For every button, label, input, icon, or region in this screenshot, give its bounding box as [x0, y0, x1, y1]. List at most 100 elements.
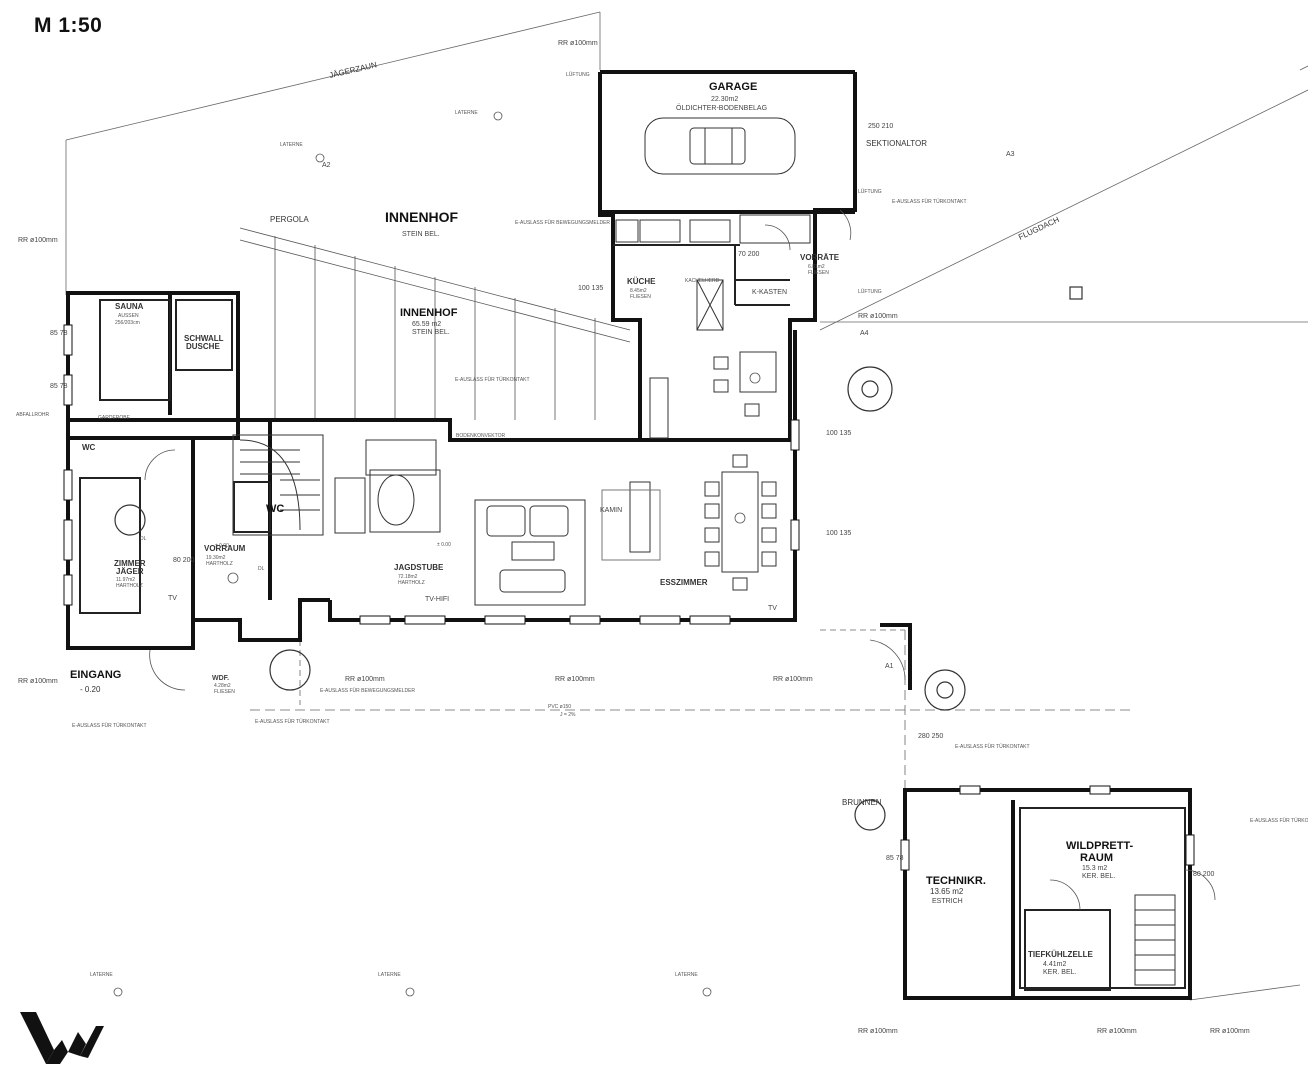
room-vorraum-floor: HARTHOLZ [206, 561, 233, 567]
room-kueche-name: KÜCHE [627, 277, 656, 286]
room-vorraete-area: 6.81m2 [808, 264, 825, 270]
room-zimmer-area: 11.97m2 [116, 577, 135, 583]
room-vorraete-name: VORRÄTE [800, 253, 840, 262]
room-kueche-floor: FLIESEN [630, 294, 651, 300]
room-sauna-note: AUSSEN [118, 313, 139, 319]
light-markers [113, 111, 761, 997]
room-technik-floor: ESTRICH [932, 898, 963, 905]
room-jagdstube-area: 72.18m2 [398, 574, 418, 580]
dim-85-78-b: 85 78 [50, 383, 68, 390]
room-zimmer-name2: JÄGER [116, 567, 144, 576]
note-rr-9: RR ø100mm [1097, 1028, 1137, 1035]
note-laterne-2: LATERNE [280, 142, 303, 148]
note-abfallrohr: ABFALLROHR [16, 412, 49, 418]
round-objects [114, 286, 1083, 831]
door-swings [144, 209, 1216, 911]
room-wdf-area: 4.28m2 [214, 683, 231, 689]
room-esszimmer-name: ESSZIMMER [660, 578, 708, 587]
note-dl-2: DL [258, 566, 265, 572]
room-tiefkuehl-floor: KER. BEL. [1043, 969, 1077, 976]
room-technik-area: 13.65 m2 [930, 887, 964, 896]
fence-label: JÄGERZAUN [328, 60, 377, 80]
room-innenhof-top-name: INNENHOF [385, 209, 459, 225]
note-brunnen: BRUNNEN [842, 798, 882, 807]
note-level-1: ± 0.00 [215, 543, 229, 549]
room-kueche-area: 8.45m2 [630, 288, 647, 294]
note-rr-6: RR ø100mm [555, 676, 595, 683]
note-e-bewegung-1: E-AUSLASS FÜR BEWEGUNGSMELDER [515, 219, 610, 226]
note-e-tuer-2: E-AUSLASS FÜR TÜRKONTAKT [72, 722, 147, 729]
room-innenhof-floor: STEIN BEL. [412, 329, 450, 336]
note-rr-5: RR ø100mm [345, 676, 385, 683]
vw-logo [20, 1012, 104, 1064]
note-laterne-4: LATERNE [378, 972, 401, 978]
dim-80-200-a: 80 200 [173, 557, 195, 564]
note-e-tuer-4: E-AUSLASS FÜR TÜRKONTAKT [955, 743, 1030, 750]
note-e-tuer-3: E-AUSLASS FÜR TÜRKONTAKT [892, 198, 967, 205]
room-wildpret-area: 15.3 m2 [1082, 865, 1107, 872]
room-wdf-floor: FLIESEN [214, 689, 235, 695]
dim-80-200-b: 80 200 [1193, 871, 1215, 878]
note-kamin: KAMIN [600, 507, 622, 514]
room-schwalldusche-name2: DUSCHE [186, 342, 220, 351]
jagdstube-furniture [334, 439, 586, 606]
pergola-beams [239, 227, 631, 420]
room-tiefkuehl-name: TIEFKÜHLZELLE [1028, 950, 1094, 959]
dining-table [601, 351, 777, 591]
room-wildpret-floor: KER. BEL. [1082, 873, 1116, 880]
note-kachelherd: KACHELHERD [685, 278, 720, 284]
note-lueftung-2: LÜFTUNG [858, 188, 882, 195]
room-schwalldusche-name1: SCHWALL [184, 334, 224, 343]
dim-100-135-b: 100 135 [826, 430, 851, 437]
note-k-kasten: K-KASTEN [752, 289, 787, 296]
room-garage-floor: ÖLDICHTER-BODENBELAG [676, 104, 767, 112]
note-a3: A3 [1006, 151, 1015, 158]
note-e-bewegung-2: E-AUSLASS FÜR BEWEGUNGSMELDER [320, 687, 415, 694]
note-rr-7: RR ø100mm [773, 676, 813, 683]
room-sauna-name: SAUNA [115, 302, 144, 311]
note-rr-1: RR ø100mm [558, 40, 598, 47]
note-rr-10: RR ø100mm [1210, 1028, 1250, 1035]
note-rr-8: RR ø100mm [858, 1028, 898, 1035]
note-a4: A4 [860, 330, 869, 337]
room-technik-name: TECHNIKR. [926, 875, 986, 887]
note-level-2: ± 0.00 [437, 542, 451, 548]
annotations: RR ø100mm RR ø100mm RR ø100mm RR ø100mm … [16, 40, 1308, 1035]
room-pergola-name: PERGOLA [270, 215, 309, 224]
car-symbol [644, 117, 796, 175]
room-wc1-name: WC [82, 443, 96, 452]
note-laterne-5: LATERNE [675, 972, 698, 978]
room-zimmer-name1: ZIMMER [114, 559, 146, 568]
dim-85-78-c: 85 78 [886, 855, 904, 862]
site-lines [65, 11, 1308, 1001]
interior-walls [79, 244, 1186, 991]
room-innenhof-name: INNENHOF [400, 307, 458, 319]
stairs [232, 434, 1176, 986]
dim-85-78-a: 85 78 [50, 330, 68, 337]
room-wdf-name: WDF. [212, 675, 229, 682]
note-sektionaltor: SEKTIONALTOR [866, 139, 927, 148]
note-rr-3: RR ø100mm [858, 313, 898, 320]
note-a1: A1 [885, 663, 894, 670]
room-innenhof-area: 65.59 m2 [412, 321, 441, 328]
room-vorraum-area: 19.30m2 [206, 555, 226, 561]
note-tv-1: TV [168, 595, 177, 602]
note-lueftung-1: LÜFTUNG [566, 71, 590, 78]
note-bodenkonvektor: BODENKONVEKTOR [456, 433, 505, 439]
dim-250-210: 250 210 [868, 123, 893, 130]
note-e-tuer-6: E-AUSLASS FÜR TÜRKONTAKT [255, 718, 330, 725]
note-e-tuer-5: E-AUSLASS FÜR TÜRKONTAKT [1250, 817, 1308, 824]
room-sauna-dim: 256/203cm [115, 320, 140, 326]
note-e-tuer-1: E-AUSLASS FÜR TÜRKONTAKT [455, 376, 530, 383]
room-tiefkuehl-area: 4.41m2 [1043, 961, 1066, 968]
note-a2: A2 [322, 162, 331, 169]
room-wildpret-name1: WILDPRETT- [1066, 840, 1134, 852]
note-pvc: PVC ø150 [548, 704, 571, 710]
room-garage-name: GARAGE [709, 81, 757, 93]
scale-label: M 1:50 [34, 14, 103, 37]
room-jagdstube-floor: HARTHOLZ [398, 580, 425, 586]
dim-100-135-a: 100 135 [578, 285, 603, 292]
room-zimmer-floor: HARTHOLZ [116, 583, 143, 589]
room-vorraum-name: VORRAUM [204, 544, 246, 553]
